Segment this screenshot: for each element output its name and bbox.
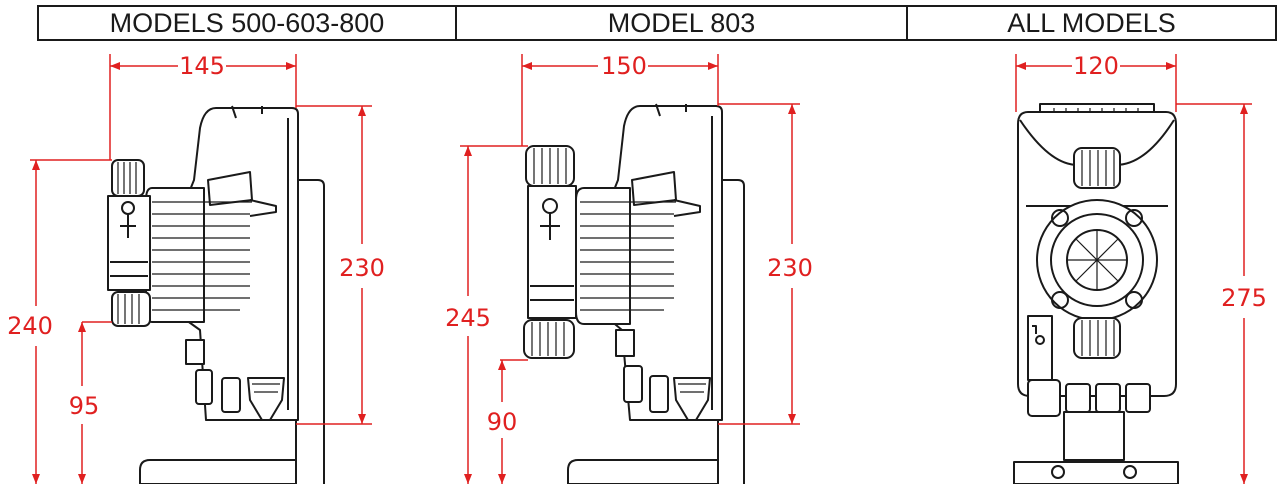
header-all-models: ALL MODELS [1007, 7, 1176, 38]
dim-150: 150 [601, 52, 647, 80]
dim-245: 245 [445, 304, 491, 332]
finned-housing-a [145, 187, 277, 323]
dimensions-b: 150 230 245 90 [445, 52, 813, 484]
pump-head-a [107, 159, 151, 327]
dim-95: 95 [69, 392, 100, 420]
dimensions-a: 145 230 240 95 [7, 52, 385, 484]
dimensions-front: 120 275 [1015, 52, 1267, 484]
dim-230-a: 230 [339, 254, 385, 282]
header-table: MODELS 500-603-800 MODEL 803 ALL MODELS [37, 5, 1277, 41]
dim-120: 120 [1073, 52, 1119, 80]
pump-body-b [567, 103, 745, 484]
side-view-model-803: 150 230 245 90 [445, 52, 813, 484]
side-view-models-500-603-800: 145 230 240 95 [7, 52, 385, 484]
dim-90: 90 [487, 408, 518, 436]
dim-275: 275 [1221, 284, 1267, 312]
pump-head-b [523, 145, 577, 359]
pump-head-front [1036, 147, 1158, 359]
dim-240: 240 [7, 312, 53, 340]
pump-body-a [139, 105, 325, 484]
front-connectors [1013, 379, 1179, 484]
front-view-all-models: 120 275 [1013, 52, 1267, 484]
connectors-b [615, 329, 711, 421]
dim-230-b: 230 [767, 254, 813, 282]
connectors-a [185, 339, 285, 421]
dim-145: 145 [179, 52, 225, 80]
header-models-500-603-800: MODELS 500-603-800 [39, 7, 457, 39]
header-model-803: MODEL 803 [457, 7, 908, 39]
